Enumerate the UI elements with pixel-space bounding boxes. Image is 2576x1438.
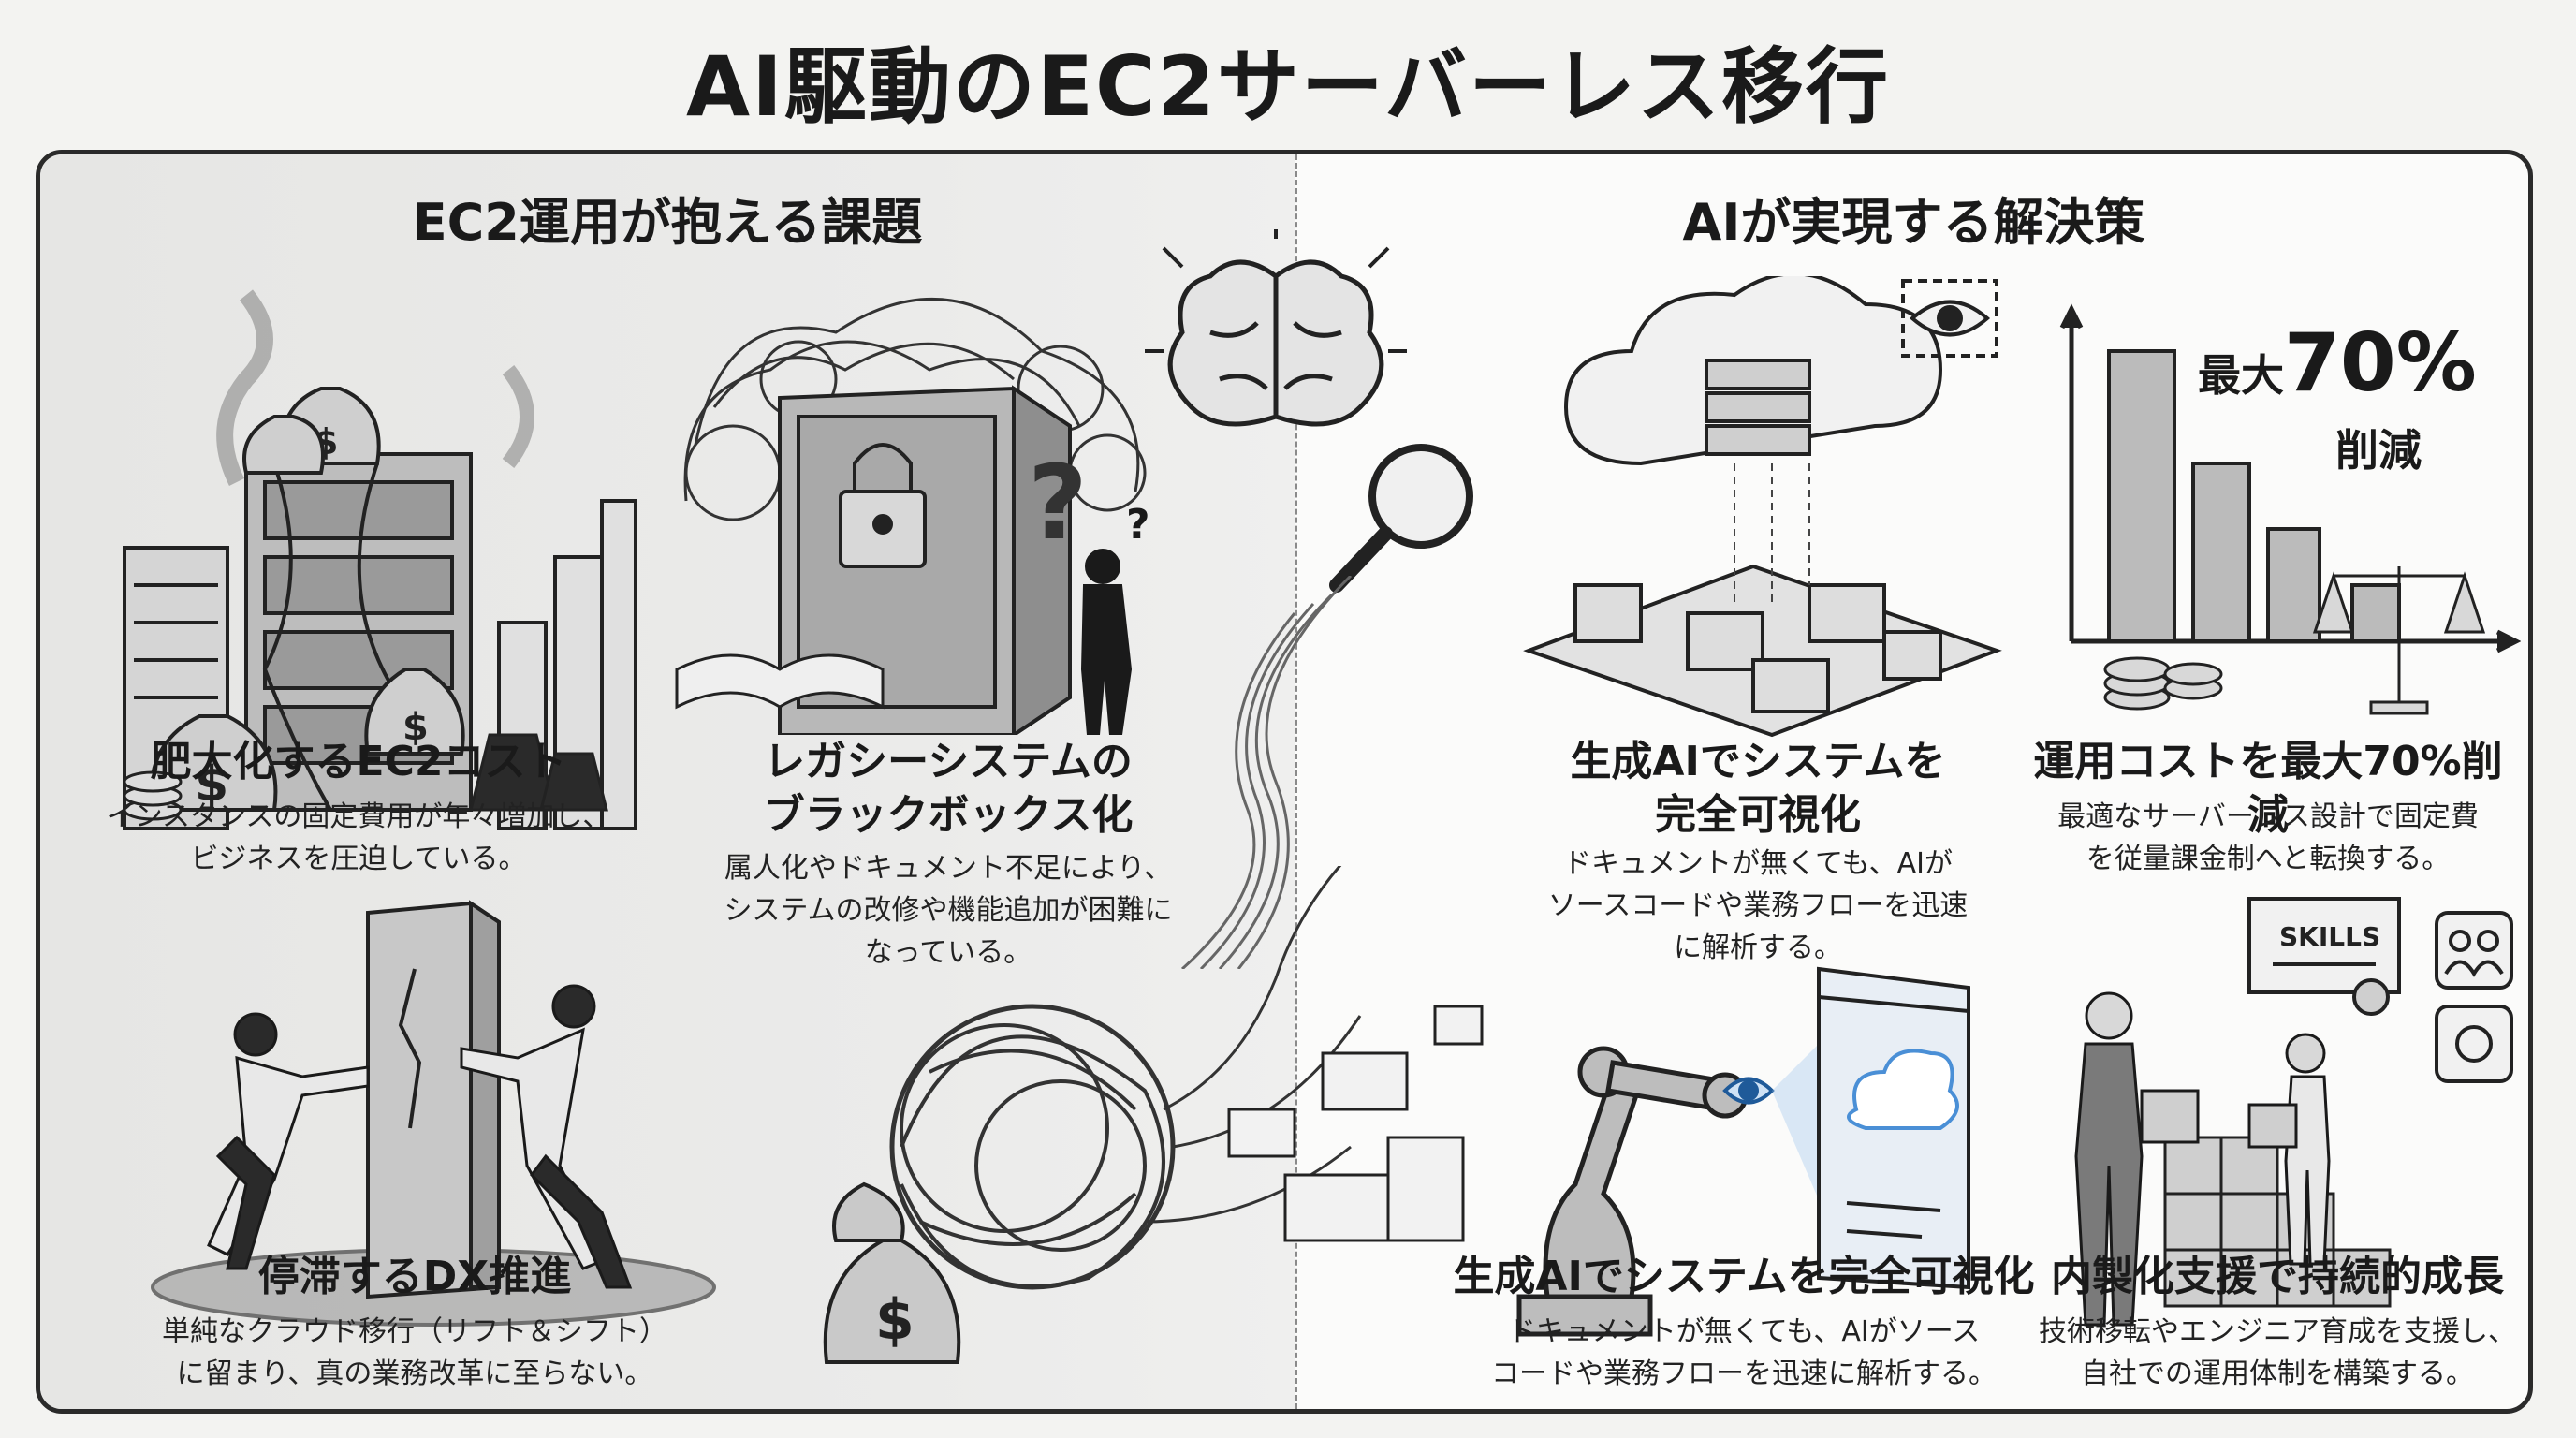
card-desc-cost-reduction: 最適なサーバーレス設計で固定費 を従量課金制へと転換する。	[2057, 800, 2479, 875]
card-desc-blackbox: 属人化やドキュメント不足により、 システムの改修や機能追加が困難に なっている。	[724, 852, 1173, 969]
card-title-ec2-cost: 肥大化するEC2コスト	[150, 738, 567, 785]
card-title-stalled-dx: 停滞するDX推進	[257, 1253, 572, 1300]
card-title-inhouse: 内製化支援で持続的成長	[2051, 1253, 2504, 1300]
card-title-visualize-1: 生成AIでシステムを 完全可視化	[1570, 738, 1946, 840]
card-title-blackbox: レガシーシステムの ブラックボックス化	[763, 738, 1134, 840]
money-bag-icon: $ $ $	[149, 387, 465, 813]
tangle-to-blocks-illustration: $	[789, 866, 1500, 1390]
page-title: AI駆動のEC2サーバーレス移行	[686, 38, 1890, 135]
money-bag-icon: $	[823, 1181, 961, 1364]
eye-icon	[1901, 279, 1998, 358]
svg-text:$: $	[875, 1287, 915, 1353]
card-title-cost-reduction: 運用コストを最大70%削減	[2033, 738, 2503, 840]
card-desc-ec2-cost: インスタンスの固定費用が年々増加し、 ビジネスを圧迫している。	[106, 800, 611, 875]
infographic-frame: EC2運用が抱える課題 AIが実現する解決策	[36, 150, 2533, 1414]
cloud-visualization-illustration	[1500, 276, 2025, 744]
reduction-callout: 最大70%	[2198, 316, 2477, 410]
panel-divider	[1295, 154, 1297, 1409]
stalled-dx-illustration	[134, 894, 733, 1334]
svg-text:?: ?	[1126, 501, 1150, 549]
solutions-heading: AIが実現する解決策	[1682, 193, 2145, 252]
eye-icon	[1722, 1077, 1775, 1105]
card-title-visualize-2: 生成AIでシステムを完全可視化	[1453, 1253, 2035, 1300]
reduction-callout-suffix: 削減	[2335, 425, 2422, 476]
flow-lines	[1164, 576, 1369, 969]
robot-analysis-illustration	[1500, 960, 1978, 1362]
skills-certificate-label: SKILLS	[2279, 921, 2380, 952]
svg-text:$: $	[402, 706, 429, 749]
challenges-heading: EC2運用が抱える課題	[412, 193, 923, 252]
magnifying-glass-icon	[1327, 435, 1486, 594]
blackbox-safe-illustration: ? ?	[658, 257, 1182, 735]
cost-servers-illustration: $ $ $	[96, 248, 639, 847]
cost-reduction-chart-illustration	[2034, 295, 2521, 726]
brain-icon	[1145, 229, 1407, 482]
svg-text:$: $	[195, 756, 228, 813]
svg-text:?: ?	[1028, 443, 1088, 563]
card-desc-visualize-2: ドキュメントが無くても、AIがソース コードや業務フローを迅速に解析する。	[1491, 1315, 1997, 1390]
card-desc-stalled-dx: 単純なクラウド移行（リフト＆シフト） に留まり、真の業務改革に至らない。	[162, 1315, 667, 1390]
card-desc-inhouse: 技術移転やエンジニア育成を支援し、 自社での運用体制を構築する。	[2039, 1315, 2516, 1390]
card-desc-visualize-1: ドキュメントが無くても、AIが ソースコードや業務フローを迅速 に解析する。	[1547, 847, 1969, 964]
inhouse-support-illustration: SKILLS	[2034, 894, 2521, 1362]
